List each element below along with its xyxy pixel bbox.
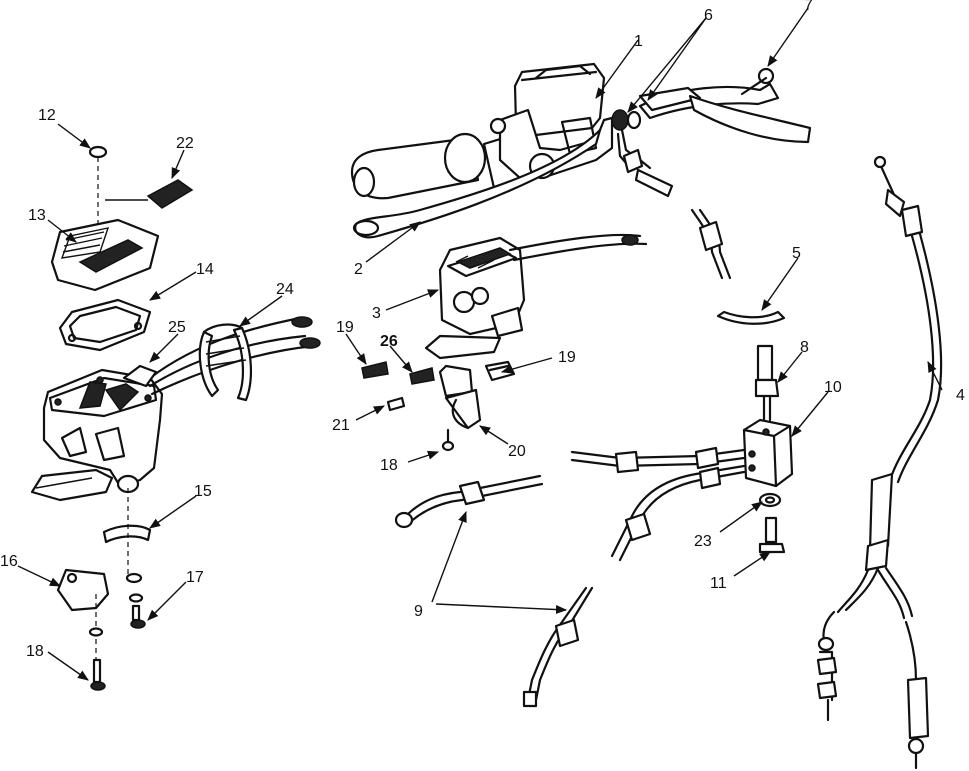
screw-18-center bbox=[441, 428, 455, 452]
callout-21: 21 bbox=[332, 417, 350, 434]
bolt-11 bbox=[758, 516, 786, 554]
callout-9: 9 bbox=[414, 603, 423, 620]
cable-guide-25 bbox=[122, 364, 158, 388]
throttle-housing-body bbox=[42, 368, 164, 494]
brake-line-9 bbox=[394, 474, 594, 708]
cable-end-7 bbox=[638, 67, 812, 144]
spring-clip-19-right bbox=[484, 360, 516, 382]
throttle-lever bbox=[30, 468, 114, 502]
washer-23 bbox=[758, 492, 782, 508]
throttle-housing-assembly bbox=[30, 145, 321, 691]
callout-11: 11 bbox=[710, 575, 727, 592]
tie-strap-24 bbox=[148, 316, 321, 402]
brake-line-to-junction bbox=[570, 446, 746, 562]
callout-17: 17 bbox=[186, 569, 204, 586]
screw-17 bbox=[125, 572, 146, 629]
callout-7: 7 bbox=[804, 0, 813, 14]
master-cylinder-assembly bbox=[350, 62, 812, 239]
callout-labels: 12 22 13 14 25 24 15 16 17 18 1 6 7 2 3 … bbox=[0, 0, 965, 660]
fitting-8 bbox=[754, 344, 780, 422]
switch-housing-3 bbox=[438, 233, 648, 338]
callout-1: 1 bbox=[634, 33, 643, 50]
callout-13: 13 bbox=[28, 207, 46, 224]
spring-clip-26 bbox=[409, 367, 435, 385]
junction-block-10 bbox=[742, 418, 794, 488]
leader-lines bbox=[17, 7, 943, 681]
callout-5: 5 bbox=[792, 245, 801, 262]
callout-2: 2 bbox=[354, 261, 363, 278]
switch-bracket bbox=[424, 334, 502, 430]
brake-lever-2 bbox=[352, 128, 602, 239]
clamp-cap-15 bbox=[102, 488, 152, 580]
callout-22: 22 bbox=[176, 135, 194, 152]
callout-16: 16 bbox=[0, 553, 18, 570]
clamp-16 bbox=[56, 568, 110, 690]
clip-5 bbox=[716, 310, 786, 325]
callout-4: 4 bbox=[956, 387, 965, 404]
cover-13 bbox=[50, 218, 160, 292]
screw-18-left bbox=[88, 627, 106, 691]
callout-10: 10 bbox=[824, 379, 842, 396]
callout-25: 25 bbox=[168, 319, 186, 336]
callout-8: 8 bbox=[800, 339, 809, 356]
callout-3: 3 bbox=[372, 305, 381, 322]
callout-12: 12 bbox=[38, 107, 56, 124]
screw-12 bbox=[88, 145, 108, 225]
banjo-bolt-6 bbox=[611, 109, 674, 198]
decal-22 bbox=[105, 179, 194, 209]
pin-21 bbox=[386, 396, 406, 412]
throttle-cable-4 bbox=[816, 155, 943, 770]
gasket-14 bbox=[58, 298, 152, 352]
callout-19-right: 19 bbox=[558, 349, 576, 366]
callout-6: 6 bbox=[704, 7, 713, 24]
master-cylinder-1 bbox=[489, 62, 614, 180]
callout-26: 26 bbox=[380, 333, 398, 350]
callout-23: 23 bbox=[694, 533, 712, 550]
callout-18-center: 18 bbox=[380, 457, 398, 474]
callout-19-left: 19 bbox=[336, 319, 354, 336]
callout-15: 15 bbox=[194, 483, 212, 500]
callout-18-left: 18 bbox=[26, 643, 44, 660]
callout-24: 24 bbox=[276, 281, 294, 298]
spring-clip-19-left bbox=[361, 361, 389, 379]
callout-20: 20 bbox=[508, 443, 526, 460]
brake-line-upper bbox=[690, 208, 732, 280]
callout-14: 14 bbox=[196, 261, 214, 278]
